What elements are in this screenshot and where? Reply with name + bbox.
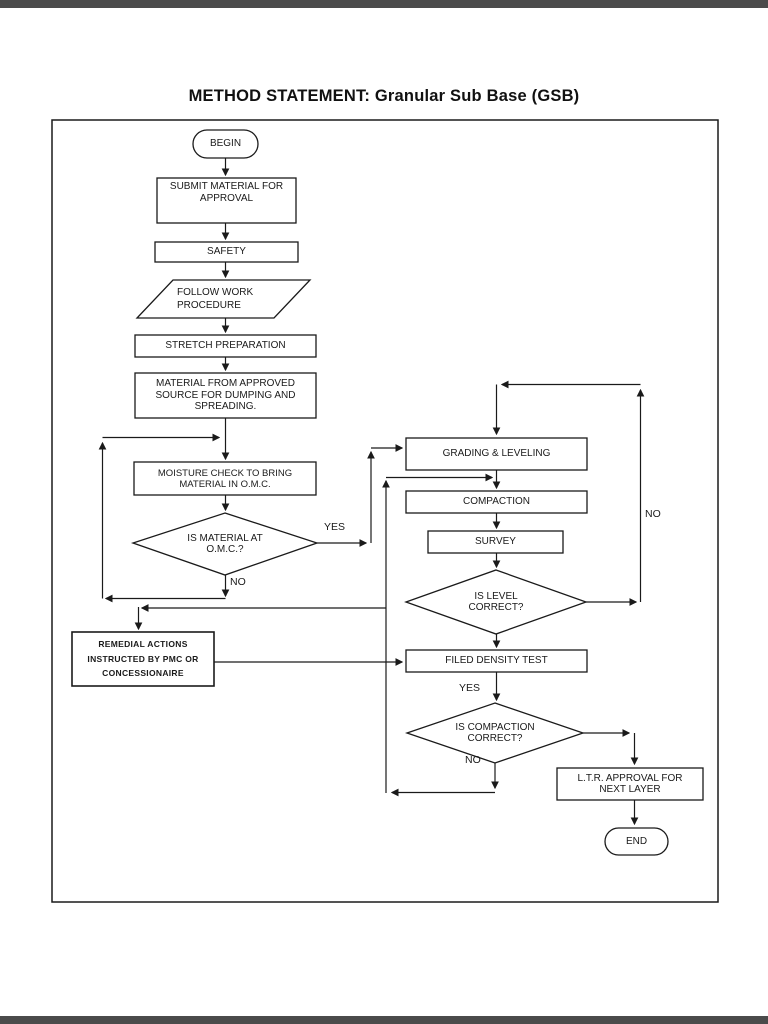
compaction-decision-diamond-shape (404, 702, 586, 764)
safety-label: SAFETY (207, 246, 246, 258)
end-terminator-shape (604, 827, 669, 856)
omc-no-label: NO (230, 576, 246, 588)
page-title: METHOD STATEMENT: Granular Sub Base (GSB… (188, 87, 580, 105)
grading-leveling-label: GRADING & LEVELING (442, 448, 551, 460)
moisture-check-shape (133, 461, 317, 496)
omc-yes-label: YES (324, 521, 346, 533)
material-source-label: MATERIAL FROM APPROVED SOURCE FOR DUMPIN… (155, 378, 296, 413)
survey-shape (427, 530, 564, 554)
grading-leveling-shape (405, 437, 588, 471)
omc-decision-label: IS MATERIAL AT O.M.C.? (187, 532, 263, 556)
submit-material-label: SUBMIT MATERIAL FOR APPROVAL (169, 181, 284, 204)
viewer-bottom-bar (0, 1016, 768, 1024)
safety-shape (154, 241, 299, 263)
level-decision-label: IS LEVEL CORRECT? (468, 590, 524, 614)
begin-terminator-shape (192, 129, 259, 159)
material-source-shape (134, 372, 317, 419)
moisture-check-label: MOISTURE CHECK TO BRING MATERIAL IN O.M.… (157, 467, 293, 490)
density-test-shape (405, 649, 588, 673)
remedial-actions-label: REMEDIAL ACTIONS INSTRUCTED BY PMC OR CO… (87, 639, 199, 679)
compaction-no-label: NO (465, 754, 481, 766)
end-label: END (625, 835, 648, 847)
density-test-label: FILED DENSITY TEST (445, 655, 548, 667)
omc-decision-diamond-shape (130, 512, 320, 576)
stretch-preparation-shape (134, 334, 317, 358)
ltr-approval-label: L.T.R. APPROVAL FOR NEXT LAYER (577, 772, 683, 796)
compaction-label: COMPACTION (462, 496, 531, 508)
stretch-preparation-label: STRETCH PREPARATION (165, 340, 286, 352)
compaction-shape (405, 490, 588, 514)
level-no-label: NO (645, 508, 661, 520)
follow-work-label: FOLLOW WORK PROCEDURE (177, 287, 254, 311)
begin-label: BEGIN (209, 138, 242, 150)
flowchart-border (51, 119, 719, 903)
follow-work-parallelogram-shape (135, 279, 312, 319)
compaction-decision-label: IS COMPACTION CORRECT? (455, 721, 535, 745)
viewer-top-bar (0, 0, 768, 8)
survey-label: SURVEY (475, 536, 516, 548)
density-yes-label: YES (459, 682, 481, 694)
flowchart-connectors (98, 158, 645, 826)
submit-material-shape (156, 177, 297, 224)
ltr-approval-shape (556, 767, 704, 801)
level-decision-diamond-shape (404, 569, 588, 635)
remedial-actions-shape (71, 631, 215, 687)
